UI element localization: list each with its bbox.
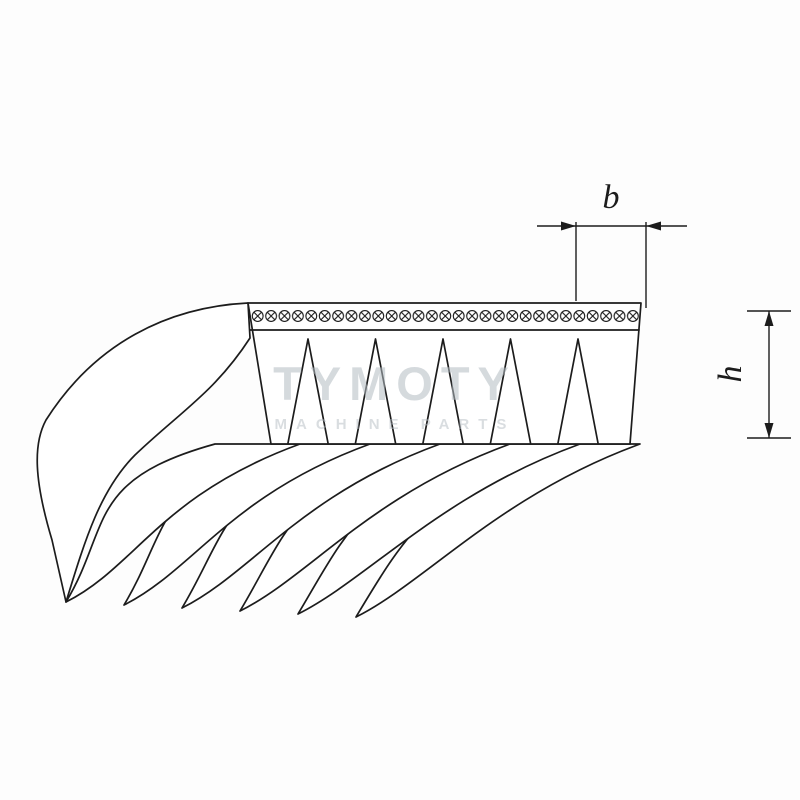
rib-surfaces	[65, 443, 641, 618]
watermark-title: TYMOTY	[273, 357, 517, 410]
b-arrowhead-left-icon	[646, 221, 661, 231]
rib-grooves	[287, 338, 599, 444]
groove-5	[557, 338, 599, 444]
groove-1	[287, 338, 329, 444]
watermark: TYMOTY MACHINE PARTS	[273, 357, 517, 433]
groove-2	[354, 338, 397, 444]
dimension-b: b	[537, 179, 687, 308]
h-arrowhead-up-icon	[764, 311, 774, 326]
belt-back-band	[36, 302, 251, 603]
b-arrowhead-right-icon	[561, 221, 576, 231]
groove-4	[489, 338, 532, 444]
cross-section-outline	[247, 302, 642, 445]
watermark-subtitle: MACHINE PARTS	[275, 416, 516, 433]
h-arrowhead-down-icon	[764, 423, 774, 438]
h-dimension-label: h	[712, 366, 749, 383]
groove-3	[422, 338, 464, 444]
b-dimension-label: b	[603, 179, 620, 216]
cross-section-face	[247, 302, 642, 445]
cut-hatch-band	[251, 304, 639, 329]
dimension-h: h	[712, 310, 791, 439]
